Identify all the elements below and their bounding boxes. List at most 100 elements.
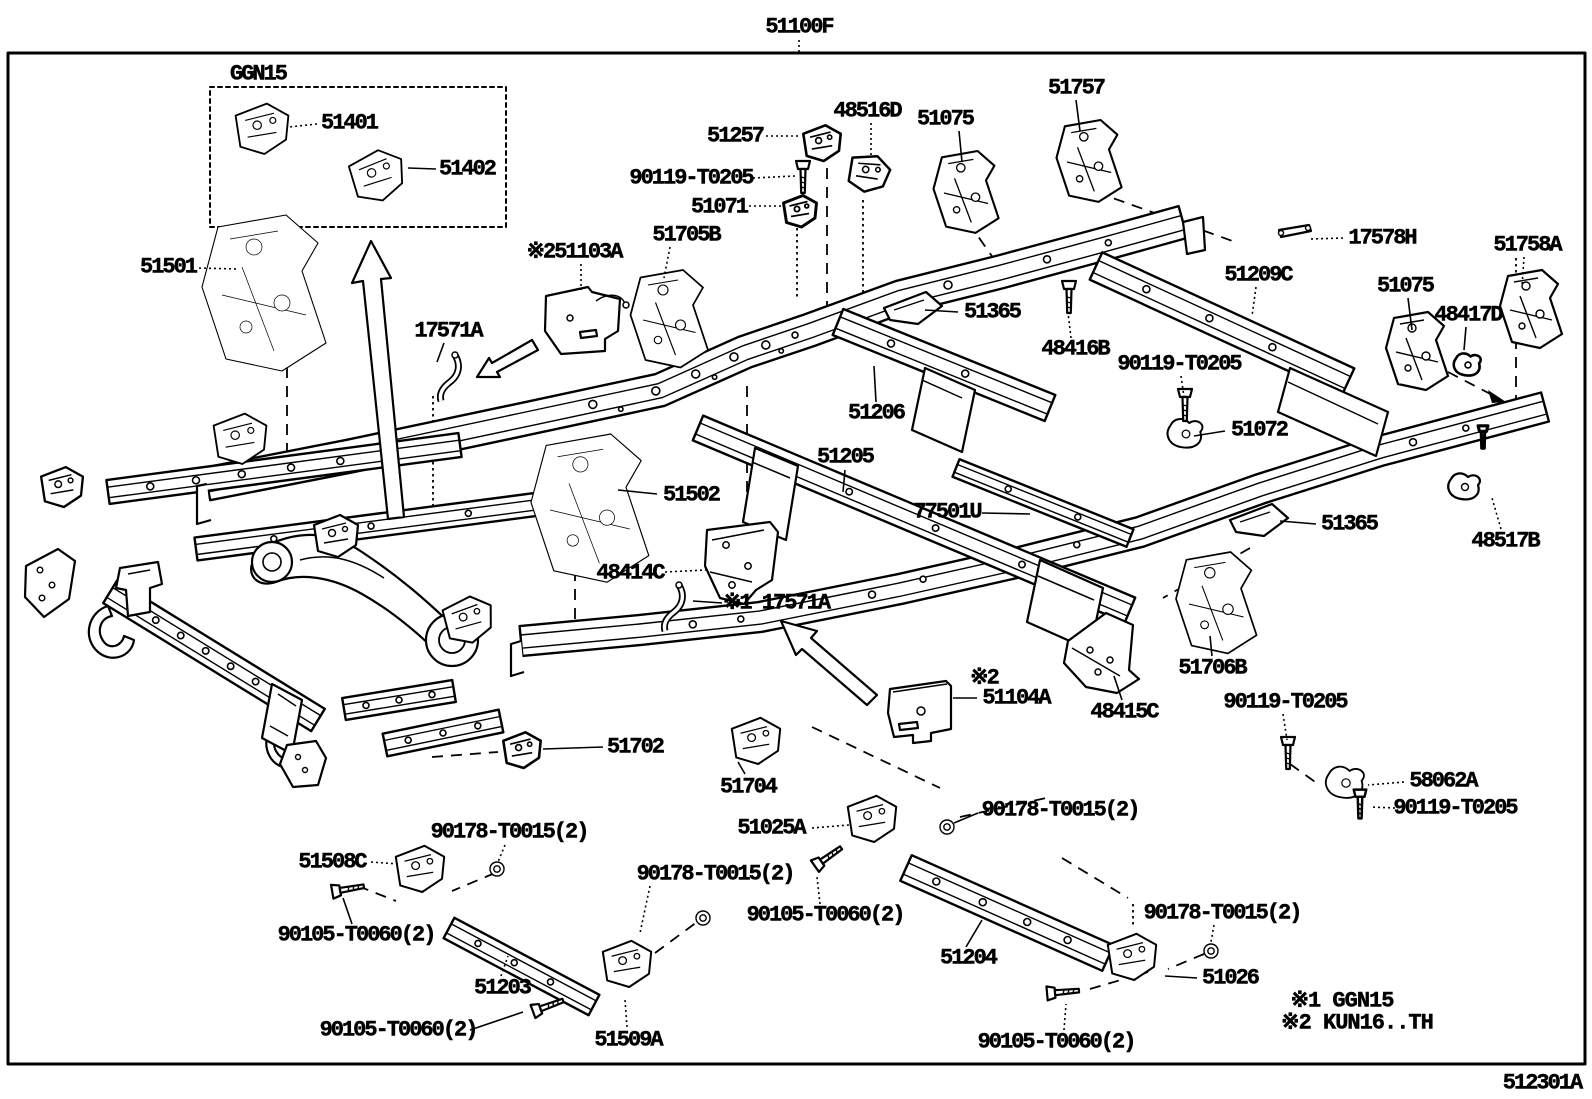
leader-line-51402 bbox=[408, 168, 436, 169]
beam-lip bbox=[1093, 273, 1345, 389]
lightening-hole bbox=[692, 370, 700, 378]
lightening-hole bbox=[652, 387, 660, 395]
leader-line-51025A bbox=[812, 825, 849, 828]
part-51502 bbox=[531, 434, 649, 582]
nut-90178 bbox=[696, 911, 710, 925]
leader-line-58062A bbox=[1368, 782, 1404, 785]
lightening-hole bbox=[178, 632, 184, 638]
lightening-hole bbox=[396, 697, 402, 703]
beam-lip bbox=[451, 924, 596, 1001]
frame-detail-line bbox=[922, 380, 962, 398]
beam-lip bbox=[446, 933, 591, 1010]
lightening-hole bbox=[846, 489, 852, 495]
bolt-90119 bbox=[1178, 389, 1192, 421]
lightening-hole bbox=[738, 616, 744, 622]
leader-line-90105T00602 bbox=[817, 877, 820, 904]
bolt-90105 bbox=[531, 994, 566, 1018]
part-51402-inset bbox=[347, 147, 406, 204]
lightening-hole bbox=[405, 737, 411, 743]
lightening-hole bbox=[1206, 315, 1213, 322]
leader-line-48415C bbox=[1114, 676, 1122, 700]
lightening-hole bbox=[202, 648, 208, 654]
lightening-hole bbox=[1074, 542, 1080, 548]
part-51071 bbox=[784, 196, 817, 228]
leader-line-51704 bbox=[738, 762, 745, 774]
leader-line-90178T00152 bbox=[1211, 925, 1214, 942]
lightening-hole bbox=[979, 899, 986, 906]
lightening-hole bbox=[944, 281, 952, 289]
beam-lip bbox=[109, 451, 461, 498]
leader-line-90119T0205 bbox=[1283, 714, 1287, 740]
lightening-hole bbox=[1143, 286, 1150, 293]
part-51703 bbox=[214, 414, 267, 464]
beam bbox=[900, 855, 1113, 971]
construction-line bbox=[1062, 858, 1128, 898]
nut-90178 bbox=[940, 820, 954, 834]
part-51075-left bbox=[934, 151, 999, 233]
part-17571A-pipe bbox=[440, 352, 458, 401]
part-51365-left bbox=[884, 292, 942, 324]
lightening-hole bbox=[689, 621, 696, 628]
part-51072 bbox=[1168, 419, 1203, 448]
lightening-hole bbox=[619, 407, 623, 411]
beam-lip bbox=[957, 465, 1131, 535]
part-51365-right bbox=[1230, 504, 1288, 536]
frame-detail bbox=[280, 741, 326, 787]
frame-detail bbox=[116, 562, 162, 616]
lightening-hole bbox=[1410, 439, 1417, 446]
beam-lip bbox=[954, 472, 1128, 542]
diagram-border bbox=[8, 53, 1585, 1064]
part-51257 bbox=[803, 125, 840, 161]
construction-line bbox=[452, 873, 495, 891]
bolt-90119 bbox=[796, 161, 810, 193]
leader-line-90119T0205 bbox=[1181, 376, 1184, 397]
construction-line bbox=[1096, 192, 1238, 243]
lightening-hole bbox=[147, 483, 154, 490]
part-51705B bbox=[631, 270, 709, 368]
bolt-90105 bbox=[331, 879, 365, 898]
arrow-small bbox=[477, 340, 538, 377]
lightening-hole bbox=[1024, 919, 1031, 926]
leader-line-51401 bbox=[289, 124, 317, 127]
construction-line bbox=[1090, 972, 1148, 989]
frame-detail bbox=[545, 287, 620, 354]
frame-detail bbox=[899, 722, 918, 730]
lightening-hole bbox=[933, 878, 940, 885]
frame-detail-line bbox=[128, 570, 150, 574]
frame-detail bbox=[89, 606, 134, 658]
lightening-hole bbox=[193, 477, 200, 484]
lightening-hole bbox=[363, 702, 369, 708]
leader-line-51075 bbox=[1408, 298, 1412, 330]
leader-line-51203 bbox=[501, 956, 508, 976]
beam-lip bbox=[206, 216, 1181, 478]
bolt-48416B bbox=[1062, 281, 1076, 313]
leader-line-51075 bbox=[959, 131, 962, 162]
lightening-hole bbox=[440, 730, 446, 736]
part-51509A bbox=[603, 941, 651, 987]
part-51026 bbox=[1108, 934, 1156, 980]
frame-detail bbox=[580, 330, 597, 338]
part-51075-right bbox=[1386, 312, 1448, 390]
leader-line-51501 bbox=[199, 268, 237, 269]
lightening-hole bbox=[792, 332, 798, 338]
bolt-90119 bbox=[1354, 790, 1367, 819]
lightening-hole bbox=[548, 979, 554, 985]
lightening-hole bbox=[962, 370, 969, 377]
leader-line-17578H bbox=[1310, 238, 1343, 239]
lightening-hole bbox=[475, 940, 481, 946]
part-51508C bbox=[396, 846, 444, 892]
leader-line-51209C bbox=[1252, 287, 1256, 316]
nut-90178 bbox=[1204, 944, 1218, 958]
lightening-hole bbox=[1463, 425, 1469, 431]
lightening-hole bbox=[869, 591, 876, 598]
leader-line-51026 bbox=[1165, 976, 1197, 978]
leader-line-51205 bbox=[843, 470, 845, 492]
beam-lip bbox=[1099, 261, 1351, 377]
lightening-hole bbox=[730, 353, 738, 361]
leader-line-51509A bbox=[625, 1000, 627, 1027]
leader-line-117571A bbox=[693, 601, 722, 603]
lightening-hole bbox=[429, 692, 435, 698]
part-48517B bbox=[1448, 473, 1480, 499]
part-17578H bbox=[1279, 225, 1312, 237]
